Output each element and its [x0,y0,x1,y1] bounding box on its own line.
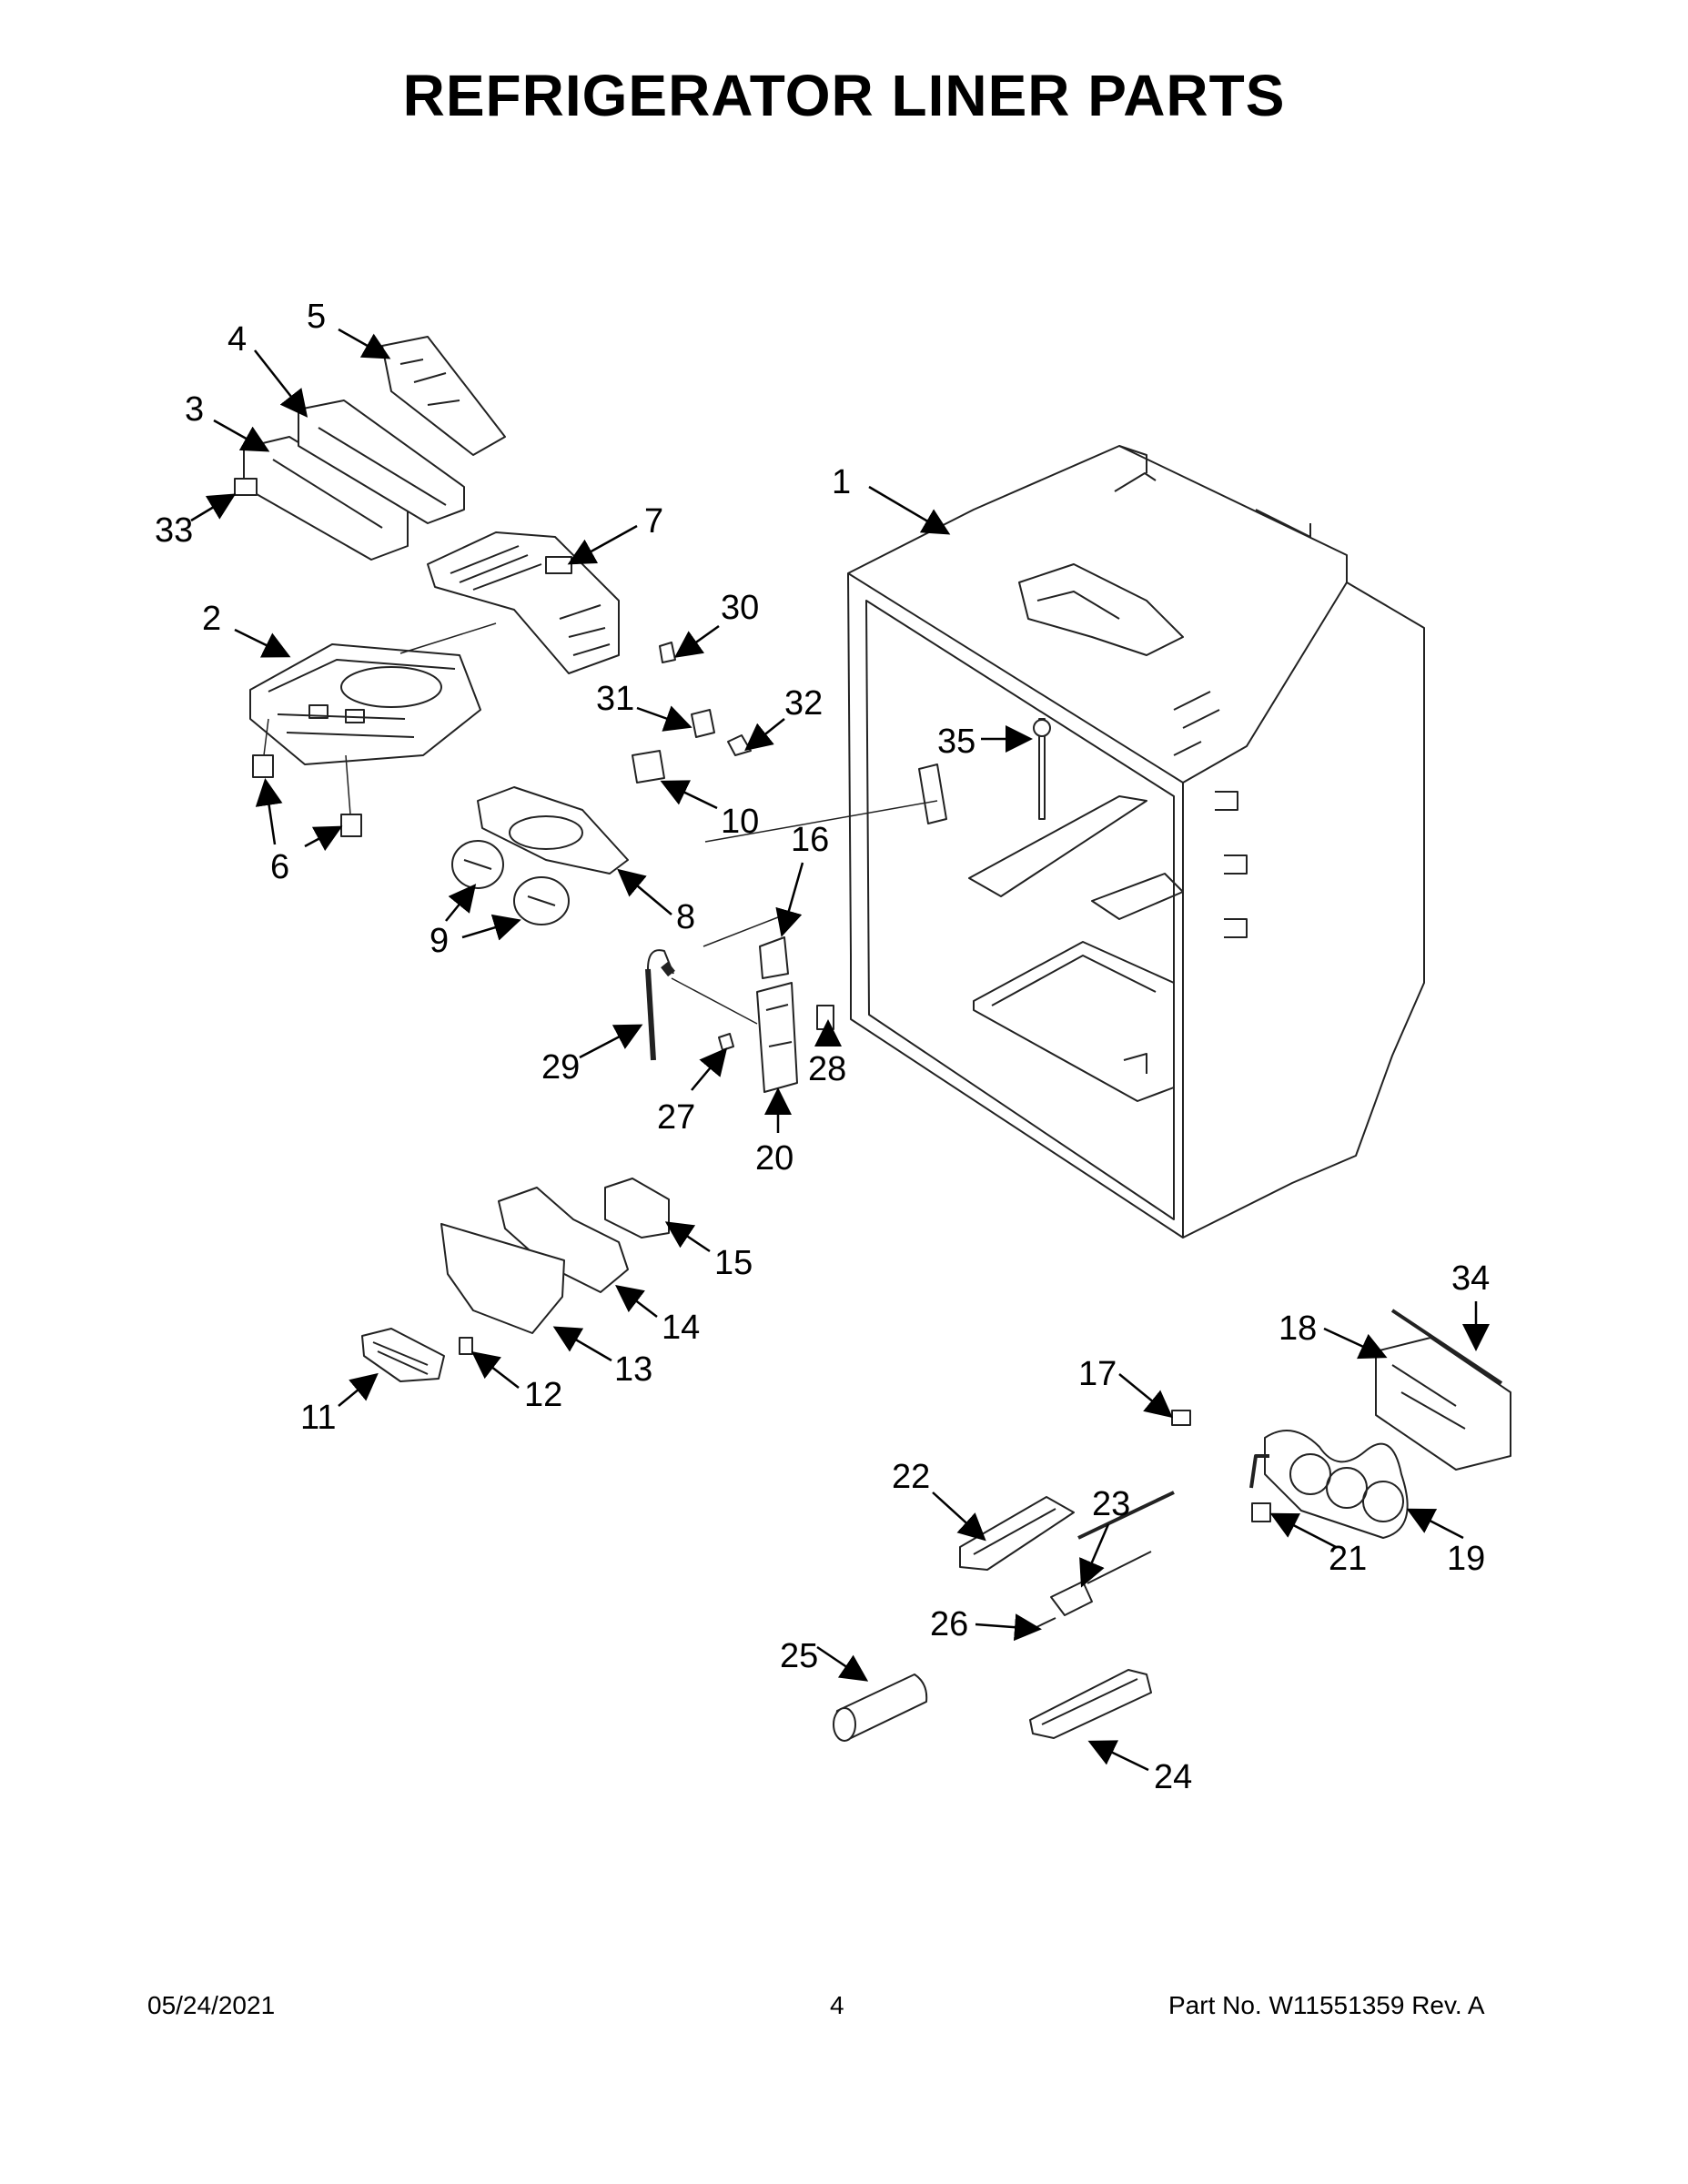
bracket-parts-30-31-32-10 [632,642,752,784]
leader-30 [673,624,720,658]
leader-23 [1079,1523,1110,1588]
leader-25 [816,1645,869,1682]
leader-7 [567,524,638,565]
callout-3: 3 [185,390,204,429]
leader-2 [234,628,291,658]
callout-8: 8 [676,898,695,936]
leader-4 [254,349,308,418]
leader-14 [615,1284,658,1318]
leader-13 [552,1326,612,1362]
leader-10 [660,780,718,810]
callout-16: 16 [791,821,829,859]
leader-31 [636,705,692,732]
callout-6: 6 [270,848,289,886]
leader-11 [338,1372,379,1407]
callout-15: 15 [714,1244,753,1282]
valve-parts-17-18-19-21-34 [1171,1309,1511,1539]
leader-16 [775,862,804,937]
callout-35: 35 [937,723,975,761]
fan-housing-part-8-9 [451,786,629,925]
callout-29: 29 [541,1048,580,1087]
callout-26: 26 [930,1605,968,1643]
leader-32 [744,718,785,752]
leader-12 [471,1350,520,1389]
leader-33 [190,493,237,522]
callout-28: 28 [808,1050,846,1088]
leader-8 [617,868,672,915]
callout-22: 22 [892,1458,930,1496]
leader-22 [932,1491,986,1542]
callout-32: 32 [784,684,823,723]
footer-date: 05/24/2021 [147,1991,276,2019]
callout-25: 25 [780,1637,818,1675]
callout-5: 5 [307,298,326,336]
leader-21 [1269,1512,1337,1549]
filter-parts-22-26 [833,1491,1175,1742]
callout-10: 10 [721,803,759,841]
leader-9b [461,914,521,941]
leader-19 [1406,1508,1464,1540]
leader-6a [255,778,283,845]
footer-page-number: 4 [830,1991,844,2019]
page-title: REFRIGERATOR LINER PARTS [402,63,1286,128]
callout-33: 33 [155,511,193,550]
leader-24 [1087,1740,1149,1772]
leader-1 [868,485,951,535]
liner-part-1 [847,445,1425,1239]
callout-34: 34 [1451,1259,1490,1298]
leader-15 [664,1221,711,1253]
callout-4: 4 [227,320,247,359]
callout-17: 17 [1078,1355,1117,1393]
callout-11: 11 [300,1399,336,1437]
control-housing-parts-3-4-5 [234,336,506,561]
callout-31: 31 [596,680,634,718]
probe-part-35 [1033,718,1051,820]
leader-29 [579,1024,643,1059]
leader-27 [691,1047,728,1091]
callout-24: 24 [1154,1758,1192,1796]
control-assembly-part-2 [249,643,481,765]
callout-20: 20 [755,1139,793,1178]
switch-part-6 [252,754,362,837]
callout-1: 1 [832,463,851,501]
callout-27: 27 [657,1098,695,1137]
leader-17 [1118,1373,1173,1419]
callout-2: 2 [202,600,221,638]
callout-labels: 1 2 3 4 5 6 7 8 9 10 11 12 13 14 15 16 1… [155,298,1490,1796]
callout-18: 18 [1279,1309,1317,1348]
leader-5 [338,328,391,359]
footer-part-number: Part No. W11551359 Rev. A [1168,1991,1485,2019]
callout-13: 13 [614,1350,652,1389]
callout-9: 9 [430,922,449,960]
callout-19: 19 [1447,1540,1485,1578]
dispenser-housing-parts-11-15 [361,1178,670,1382]
callout-14: 14 [662,1309,700,1347]
guide-lines [263,622,938,1025]
callout-7: 7 [644,502,663,541]
leader-9a [445,884,477,922]
leader-6b [304,825,343,852]
callout-12: 12 [524,1376,562,1414]
leader-3 [213,419,270,452]
leader-26 [975,1613,1042,1642]
air-tower-part-7 [427,531,620,674]
callout-30: 30 [721,589,759,627]
leader-18 [1323,1327,1388,1360]
callout-23: 23 [1092,1485,1130,1523]
